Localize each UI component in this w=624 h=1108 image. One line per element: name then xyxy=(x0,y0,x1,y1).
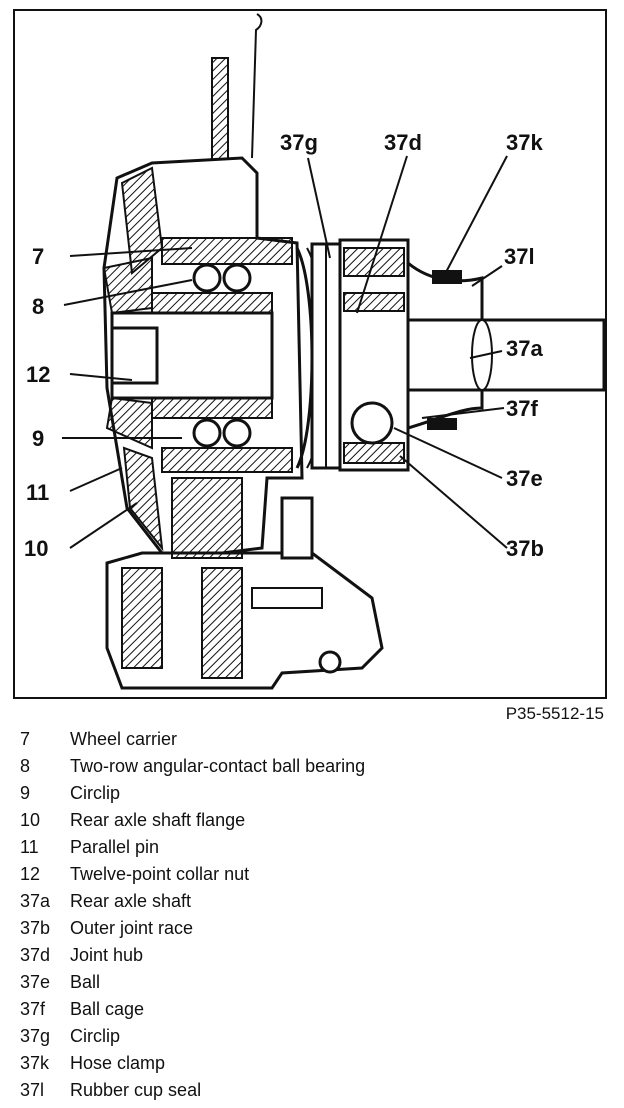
legend-num: 12 xyxy=(20,864,41,884)
flange-lower-hatch xyxy=(122,446,164,552)
bearing-ball xyxy=(192,418,222,448)
flange-upper xyxy=(102,256,153,315)
bearing-ball xyxy=(222,418,252,448)
bearing-outer-bottom xyxy=(161,447,293,473)
legend-row: 10 Rear axle shaft flange xyxy=(20,807,610,834)
bearing-outer-top xyxy=(161,237,293,265)
legend-num: 37a xyxy=(20,891,51,911)
legend-text: Hose clamp xyxy=(70,1053,166,1073)
cross-section-drawing xyxy=(13,9,607,699)
legend-text: Outer joint race xyxy=(70,918,194,938)
inner-race-top xyxy=(151,292,273,314)
leader-lines xyxy=(62,155,508,549)
hose-clamp-lower xyxy=(427,418,457,430)
legend-text: Wheel carrier xyxy=(70,729,178,749)
figure-reference: P35-5512-15 xyxy=(505,704,604,723)
legend-text: Parallel pin xyxy=(70,837,160,857)
legend-row: 7 Wheel carrier xyxy=(20,726,610,753)
mount-bracket xyxy=(171,477,243,559)
legend-text: Rear axle shaft xyxy=(70,891,192,911)
legend-text: Circlip xyxy=(70,1026,121,1046)
callout-37b: 37b xyxy=(506,536,544,561)
legend-row: 11 Parallel pin xyxy=(20,834,610,861)
joint-hub-mid xyxy=(343,292,405,312)
bleed-screw xyxy=(318,650,342,674)
legend-row: 37f Ball cage xyxy=(20,996,610,1023)
legend-num: 9 xyxy=(20,783,31,803)
callout-37e: 37e xyxy=(506,466,543,491)
legend-row: 37e Ball xyxy=(20,969,610,996)
callout-37l: 37l xyxy=(504,244,535,269)
legend-num: 7 xyxy=(20,729,31,749)
caliper-piston-center xyxy=(201,567,243,679)
flange-lower xyxy=(105,396,153,450)
legend-row: 37a Rear axle shaft xyxy=(20,888,610,915)
callout-8: 8 xyxy=(32,294,45,319)
legend-num: 11 xyxy=(20,837,39,857)
legend-text: Rear axle shaft flange xyxy=(70,810,246,830)
legend-text: Joint hub xyxy=(70,945,144,965)
legend-row: 37d Joint hub xyxy=(20,942,610,969)
legend-row: 37g Circlip xyxy=(20,1023,610,1050)
hose-clamp xyxy=(432,270,462,284)
joint-hub-bottom xyxy=(343,442,405,464)
callout-37a: 37a xyxy=(506,336,543,361)
callout-10: 10 xyxy=(24,536,49,561)
legend-num: 37l xyxy=(20,1080,45,1100)
joint-ball xyxy=(350,401,394,445)
legend-text: Ball cage xyxy=(70,999,145,1019)
caliper-bridge xyxy=(251,587,323,609)
legend-num: 8 xyxy=(20,756,31,776)
bearing-ball xyxy=(192,263,222,293)
legend-num: 37f xyxy=(20,999,46,1019)
legend-num: 37k xyxy=(20,1053,50,1073)
rear-axle-shaft xyxy=(406,318,606,392)
parts-legend: 7 Wheel carrier 8 Two-row angular-contact … xyxy=(20,726,610,1104)
callout-37g: 37g xyxy=(280,130,318,155)
mount-bolt xyxy=(280,496,314,560)
callout-37f: 37f xyxy=(506,396,538,421)
callout-11: 11 xyxy=(26,480,50,505)
bearing-ball xyxy=(222,263,252,293)
legend-row: 8 Two-row angular-contact ball bearing xyxy=(20,753,610,780)
legend-num: 37e xyxy=(20,972,51,992)
callout-37d: 37d xyxy=(384,130,422,155)
inner-race-bottom xyxy=(151,397,273,419)
legend-row: 9 Circlip xyxy=(20,780,610,807)
legend-num: 10 xyxy=(20,810,41,830)
brake-line xyxy=(251,13,263,159)
callout-12: 12 xyxy=(26,362,51,387)
legend-row: 37l Rubber cup seal xyxy=(20,1077,610,1104)
legend-num: 37g xyxy=(20,1026,51,1046)
diagram-figure: 7 8 12 9 11 10 37g 37d 37k 37l 37a 37f 3… xyxy=(12,8,608,700)
callout-9: 9 xyxy=(32,426,45,451)
legend-text: Rubber cup seal xyxy=(70,1080,202,1100)
legend-text: Ball xyxy=(70,972,101,992)
legend-text: Twelve-point collar nut xyxy=(70,864,250,884)
legend-row: 37k Hose clamp xyxy=(20,1050,610,1077)
caliper-piston-left xyxy=(121,567,163,669)
legend-num: 37b xyxy=(20,918,51,938)
legend-text: Two-row angular-contact ball bearing xyxy=(70,756,366,776)
legend-row: 37b Outer joint race xyxy=(20,915,610,942)
legend-row: 12 Twelve-point collar nut xyxy=(20,861,610,888)
callout-7: 7 xyxy=(32,244,45,269)
legend-text: Circlip xyxy=(70,783,121,803)
collar-nut xyxy=(110,326,159,385)
legend-num: 37d xyxy=(20,945,51,965)
callout-37k: 37k xyxy=(506,130,543,155)
